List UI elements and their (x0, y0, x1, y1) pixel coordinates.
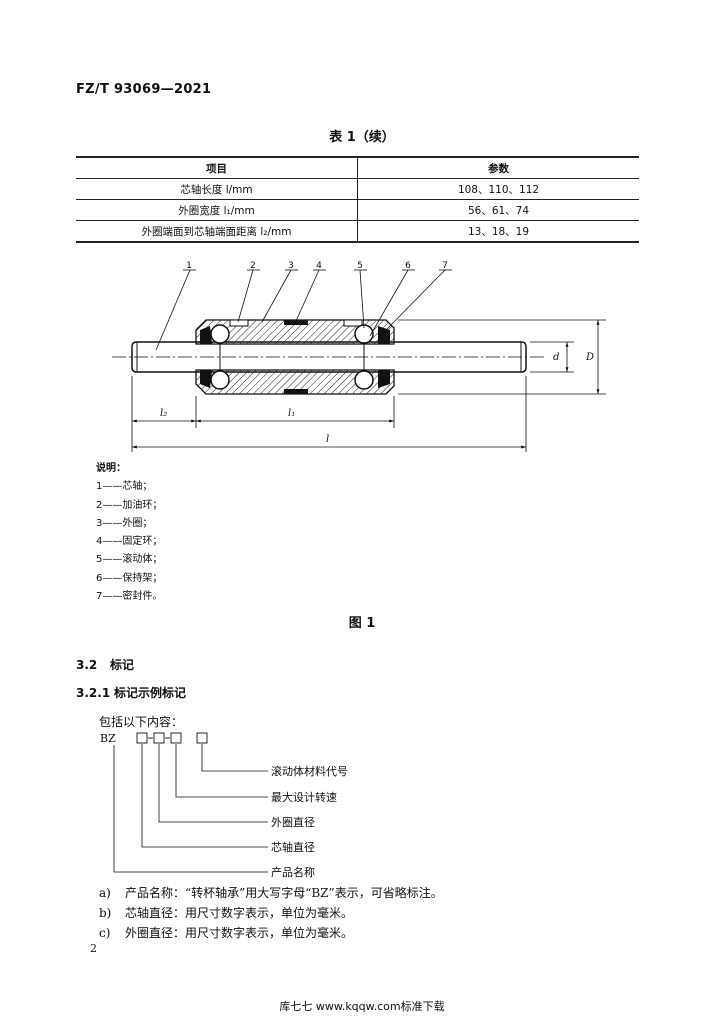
callout-6: 6 (405, 261, 411, 271)
dim-d: d (553, 352, 559, 363)
figure-legend: 说明： 1——芯轴； 2——加油环； 3——外圈； 4——固定环； 5——滚动体… (96, 460, 162, 606)
parameter-table: 项目 参数 芯轴长度 l/mm 108、110、112 外圈宽度 l₁/mm 5… (76, 156, 639, 243)
list-item: a) 产品名称：“转杯轴承”用大写字母“BZ”表示，可省略标注。 (99, 884, 443, 901)
callout-7: 7 (442, 261, 448, 271)
dim-l2: l₂ (160, 408, 167, 419)
list-item-text: 芯轴直径：用尺寸数字表示，单位为毫米。 (125, 906, 354, 920)
list-item-text: 产品名称：“转杯轴承”用大写字母“BZ”表示，可省略标注。 (125, 886, 443, 900)
callout-4: 4 (316, 261, 322, 271)
marking-label-shaft-diameter: 芯轴直径 (271, 840, 315, 854)
table-title: 表 1（续） (329, 130, 395, 145)
rolling-elements (210, 324, 374, 390)
legend-item: 4——固定环； (96, 536, 163, 548)
table-cell: 外圈宽度 l₁/mm (76, 199, 358, 221)
figure-title: 图 1 (348, 616, 376, 631)
outer-ring (195, 319, 395, 395)
marking-diagram: BZ 滚动体材料代号 最大设计转速 外圈直径 芯轴直径 产品名称 (100, 732, 348, 879)
legend-item: 1——芯轴； (96, 481, 153, 493)
marking-label-speed: 最大设计转速 (271, 790, 337, 804)
leader-lines (155, 269, 452, 351)
callout-3: 3 (288, 261, 294, 271)
table-cell: 外圈端面到芯轴端面距离 l₂/mm (76, 220, 358, 243)
column-header-item: 项目 (76, 156, 358, 179)
legend-item: 5——滚动体； (96, 554, 163, 566)
table-row: 芯轴长度 l/mm 108、110、112 (76, 178, 639, 200)
callout-5: 5 (357, 261, 363, 271)
marking-label-outer-diameter: 外圈直径 (271, 815, 315, 829)
list-item-label: c) (99, 926, 111, 940)
dimension-lines (131, 319, 606, 452)
legend-item: 6——保持架； (96, 572, 163, 584)
list-item: b) 芯轴直径：用尺寸数字表示，单位为毫米。 (99, 904, 353, 921)
table-header-row: 项目 参数 (76, 156, 639, 179)
dim-D: D (585, 352, 594, 363)
footer-watermark: 库七七 www.kqqw.com标准下载 (279, 1000, 445, 1013)
legend-title: 说明： (96, 463, 126, 474)
marking-label-product-name: 产品名称 (271, 865, 315, 879)
table-cell: 108、110、112 (357, 178, 639, 200)
list-item: c) 外圈直径：用尺寸数字表示，单位为毫米。 (99, 924, 353, 941)
dim-l1: l₁ (288, 408, 295, 419)
section-title: 标记 (110, 658, 135, 672)
marking-prefix: BZ (100, 732, 116, 745)
marking-leaders (113, 744, 268, 873)
subsection-title: 标记示例标记 (114, 686, 187, 700)
table-cell: 56、61、74 (357, 199, 639, 221)
marking-boxes (136, 732, 208, 744)
callout-1: 1 (186, 261, 192, 271)
section-number: 3.2 (76, 658, 98, 672)
standard-code: FZ/T 93069—2021 (76, 82, 212, 97)
subsection-number: 3.2.1 (76, 686, 111, 700)
table-row: 外圈宽度 l₁/mm 56、61、74 (76, 199, 639, 221)
section-heading: 3.2 标记 (76, 656, 134, 673)
marking-label-material: 滚动体材料代号 (271, 764, 348, 778)
legend-item: 3——外圈； (96, 517, 153, 529)
list-item-label: b) (99, 906, 112, 920)
bearing-drawing: 1 2 3 4 5 6 7 l₂ l₁ l d D (112, 261, 606, 452)
list-item-text: 外圈直径：用尺寸数字表示，单位为毫米。 (125, 926, 354, 940)
legend-item: 7——密封件。 (96, 591, 163, 603)
callout-2: 2 (250, 261, 256, 271)
list-item-label: a) (99, 886, 111, 900)
marking-intro: 包括以下内容： (99, 715, 184, 729)
table-row: 外圈端面到芯轴端面距离 l₂/mm 13、18、19 (76, 220, 639, 243)
column-header-value: 参数 (357, 156, 639, 179)
legend-item: 2——加油环； (96, 499, 163, 511)
page-number: 2 (90, 942, 97, 955)
table-cell: 13、18、19 (357, 220, 639, 243)
table-cell: 芯轴长度 l/mm (76, 178, 358, 200)
dim-l: l (326, 434, 329, 445)
seals (200, 326, 390, 388)
